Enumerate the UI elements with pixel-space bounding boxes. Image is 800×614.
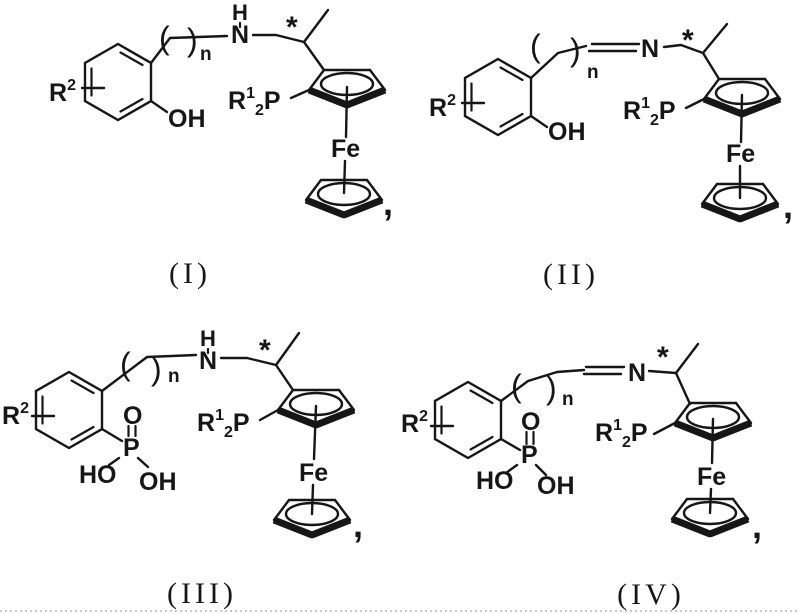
imine-n: N [628,359,646,387]
iron-label: Fe [331,135,360,163]
phosphonic-p: P [521,441,538,469]
chiral-marker: * [286,11,298,44]
structure-IV: R2 ( ) n N * O P HO OH R12P Fe , (IV) [401,341,762,611]
chiral-to-cp-bond [701,51,721,81]
repeat-n: n [200,44,212,65]
iron-label: Fe [726,140,755,168]
open-paren: ( [120,346,131,382]
open-paren: ( [511,368,522,404]
repeat-n: n [562,389,574,410]
phosphonic-ho: HO [476,467,514,495]
chiral-marker: * [657,341,669,374]
phosphine-bond [684,97,706,110]
close-paren: ) [570,32,581,68]
phosphine-r12p: R12P [595,417,648,451]
phosphonic-o: O [521,408,540,436]
repeat-n: n [168,366,180,387]
structure-label-II: (II) [543,258,599,291]
separator-comma: , [752,505,762,546]
linker-chain-bonds [529,44,588,80]
n-to-chiral-bond [662,43,705,55]
structure-III: R2 ( ) n H N * O P HO OH R12P Fe , (III) [2,326,363,610]
open-paren: ( [530,28,541,64]
phosphine-r12p: R12P [197,407,250,441]
bond-lines [30,331,318,516]
bond-lines [460,22,744,200]
benzene-ring [433,380,503,460]
n-to-chiral-bond [647,369,678,375]
amine-h: H [232,0,248,25]
r2-label: R2 [49,77,76,107]
methyl-bond [674,342,700,375]
structure-I: R2 ( ) n H N * OH R12P Fe , (I) [49,0,393,290]
repeat-n: n [587,62,599,83]
linker-chain-bonds [499,368,586,403]
iron-label: Fe [697,463,726,491]
methyl-bond [302,8,330,44]
imine-double-bond [587,42,641,53]
r2-label: R2 [401,408,428,438]
benzene-ring [34,370,104,450]
ring-to-p-bond [100,427,124,443]
phosphonic-o: O [123,402,142,430]
separator-comma: , [353,504,363,545]
linker-chain-bonds [149,33,306,65]
p-double-bond-o [127,424,137,438]
phosphine-bond [652,421,677,436]
structure-label-I: (I) [169,257,211,290]
chiral-to-cp-bond [674,371,692,406]
close-paren: ) [546,370,557,406]
r2-label: R2 [429,92,456,122]
imine-double-bond [582,365,626,376]
amine-n: N [231,21,249,49]
phenol-oh: OH [168,105,206,133]
amine-n: N [199,347,217,375]
hydroxyl-bond [529,114,549,129]
separator-comma: , [783,185,793,226]
amine-h: H [200,326,216,351]
phosphonic-p: P [123,434,140,462]
chiral-marker: * [259,334,271,367]
p-double-bond-o [525,430,535,446]
phosphine-r12p: R12P [228,85,281,119]
phenol-oh: OH [548,118,586,146]
r2-label: R2 [2,400,29,430]
phosphine-r12p: R12P [623,95,676,129]
structure-label-III: (III) [167,577,237,610]
p-oh-bonds [504,463,548,477]
chiral-to-cp-bond [302,40,326,72]
phosphonic-oh: OH [139,468,177,496]
imine-n: N [641,35,659,63]
phosphonic-ho: HO [79,461,117,489]
linker-chain-bonds [100,353,278,393]
chiral-to-cp-bond [274,363,295,392]
phosphine-bond [258,408,280,422]
benzene-ring [83,42,153,122]
separator-comma: , [383,182,393,223]
methyl-bond [274,331,301,367]
bond-lines [80,8,349,195]
hydroxyl-bond [149,99,169,114]
structure-II: R2 ( ) n N * OH R12P Fe , (II) [429,22,793,291]
phosphonic-oh: OH [537,472,575,500]
open-paren: ( [159,20,170,56]
close-paren: ) [187,22,198,58]
close-paren: ) [151,351,162,387]
chiral-marker: * [682,24,694,57]
ring-to-p-bond [499,437,522,452]
structure-label-IV: (IV) [617,578,685,611]
iron-label: Fe [299,459,328,487]
p-oh-bonds [107,456,150,469]
methyl-bond [701,22,729,55]
phosphine-bond [289,88,311,100]
benzene-ring [463,57,533,137]
